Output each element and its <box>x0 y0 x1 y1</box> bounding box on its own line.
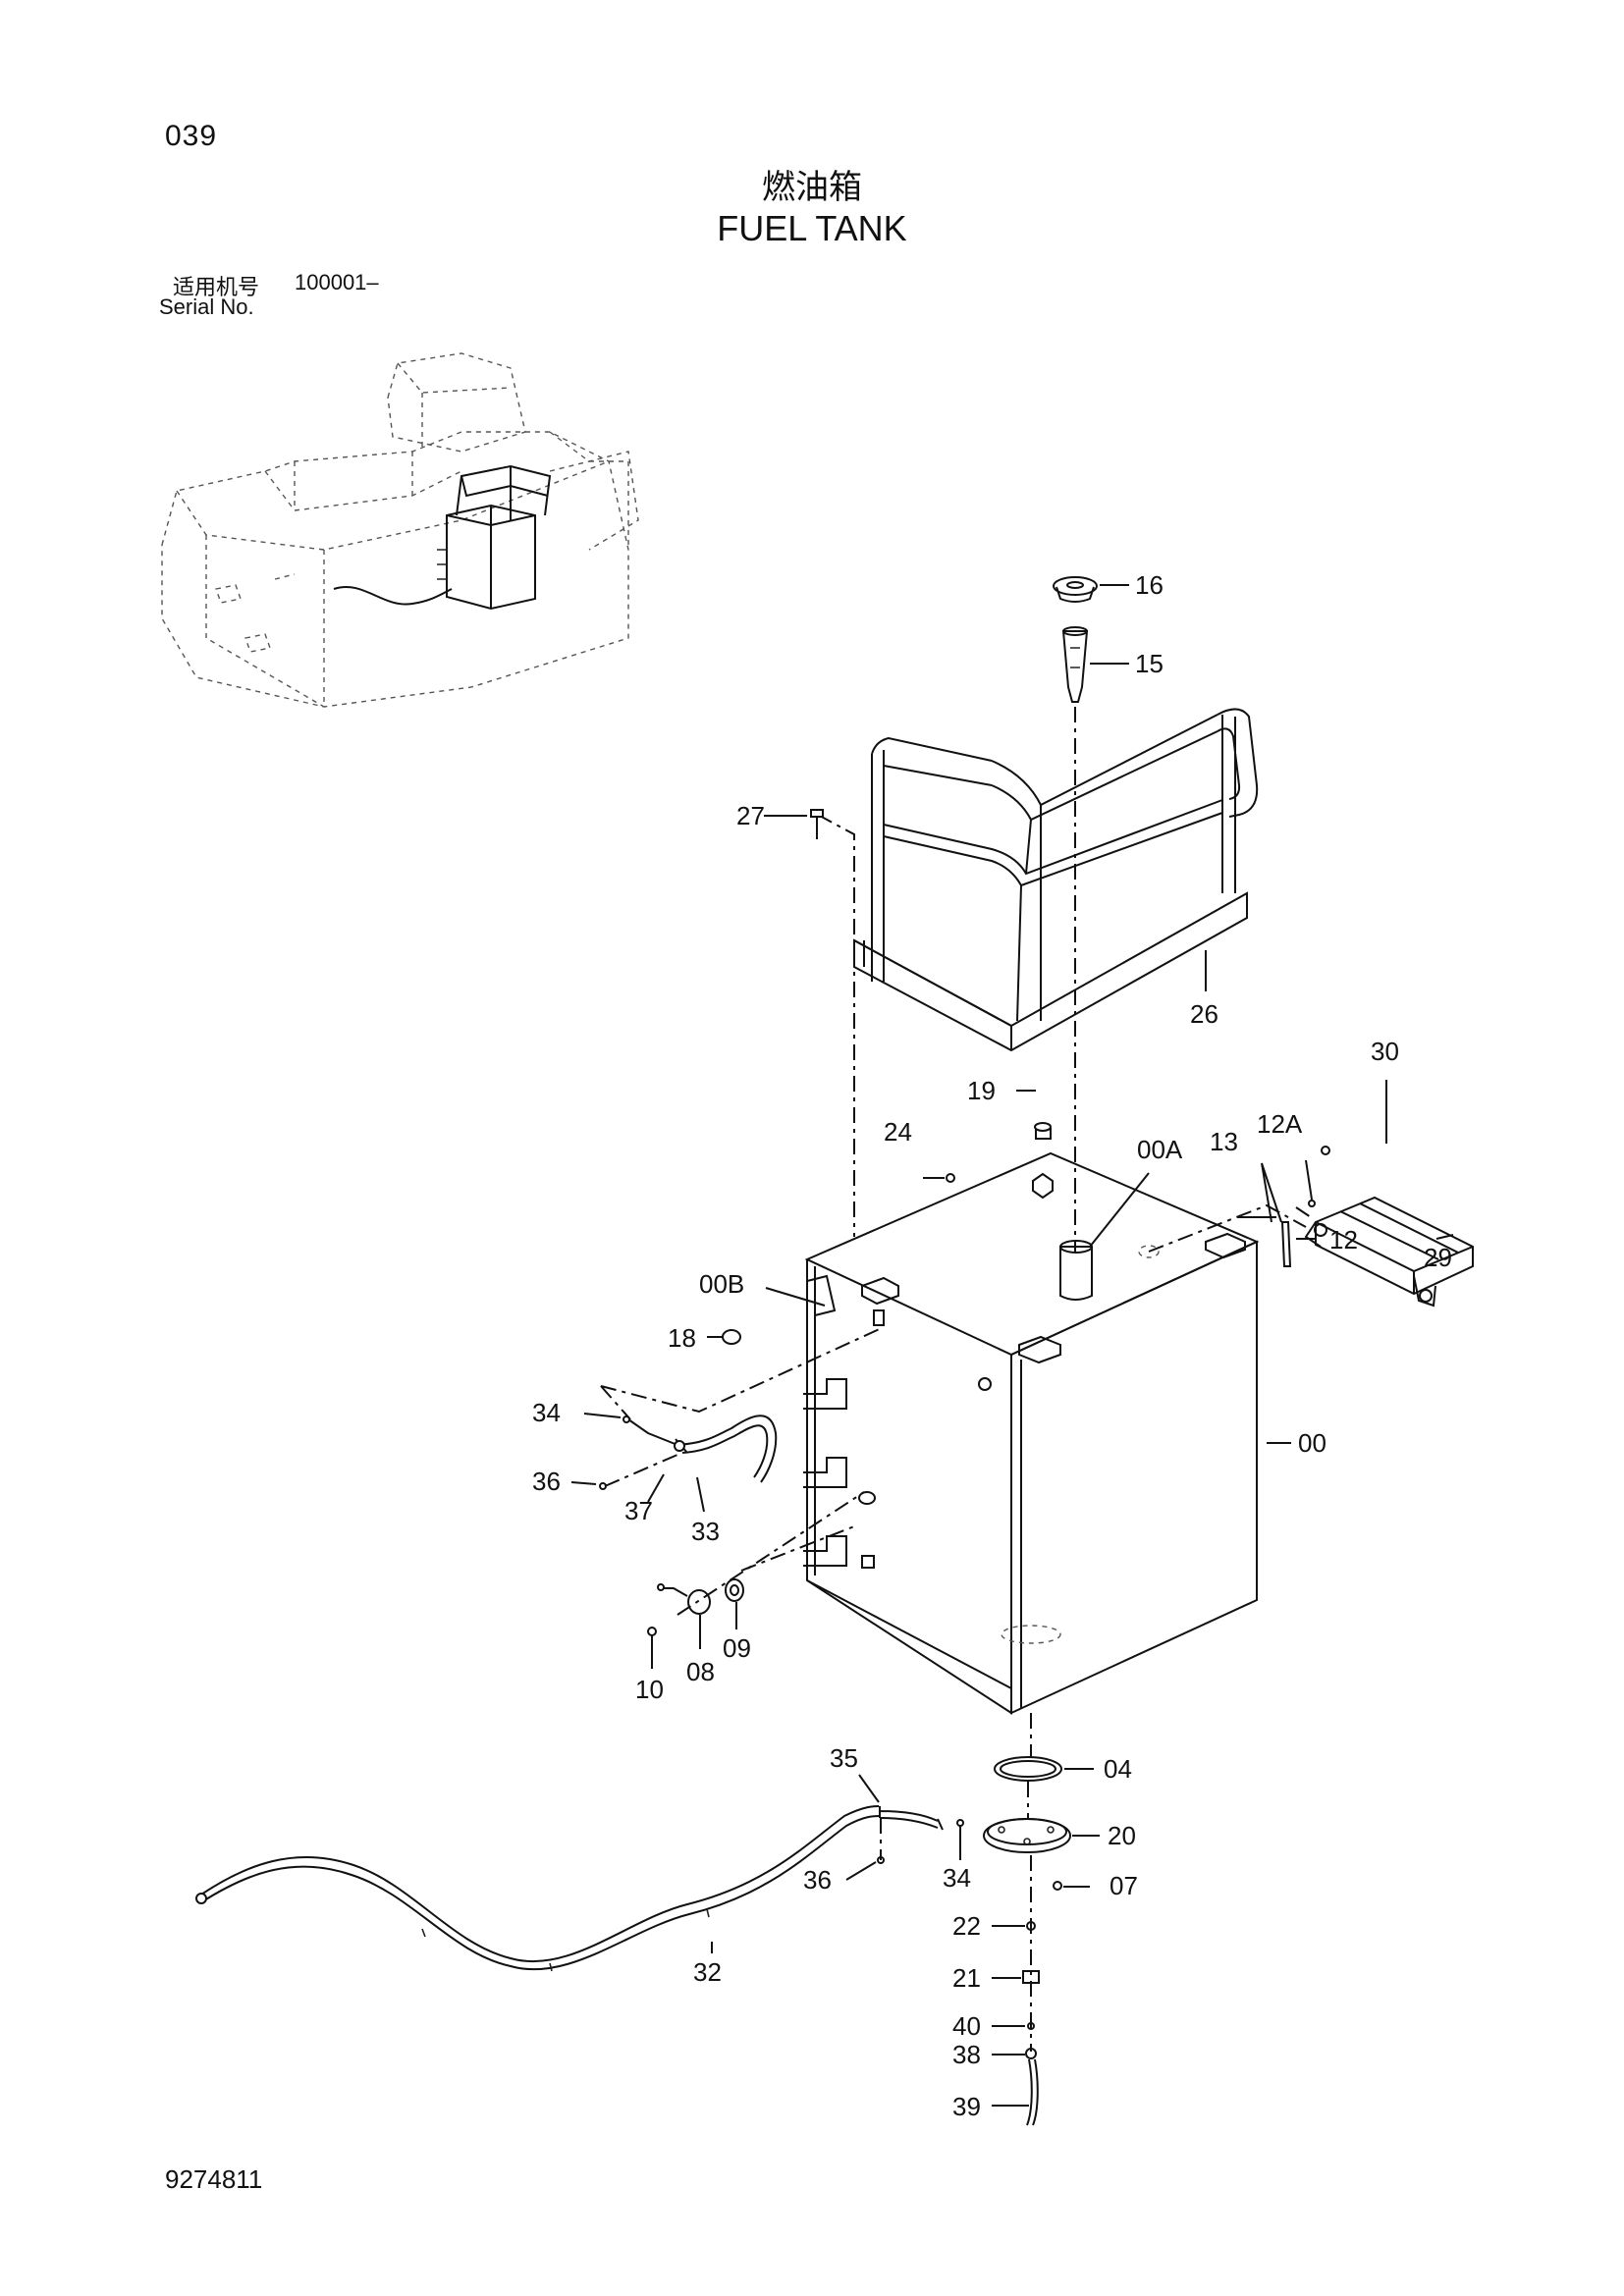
machine-overview-sketch <box>161 352 639 708</box>
page-title-chinese: 燃油箱 <box>762 168 862 207</box>
part-label: 29 <box>1424 1243 1452 1272</box>
fuel-cap-and-strainer <box>1053 576 1129 703</box>
part-label: 30 <box>1371 1037 1399 1066</box>
return-hose-upper <box>599 1415 778 1490</box>
handrail-assembly <box>853 708 1259 1052</box>
part-label: 04 <box>1104 1754 1132 1784</box>
part-label: 20 <box>1108 1821 1136 1850</box>
part-label: 39 <box>952 2092 981 2121</box>
serial-label: Serial No. <box>159 294 254 319</box>
part-label: 16 <box>1135 570 1164 600</box>
part-label: 18 <box>668 1323 696 1353</box>
serial-value: 100001– <box>295 270 379 294</box>
drain-assembly <box>983 1756 1071 2126</box>
hardware-fasteners <box>722 809 1330 1345</box>
part-label: 08 <box>686 1657 715 1686</box>
part-label: 36 <box>803 1865 832 1895</box>
part-label: 26 <box>1190 999 1218 1029</box>
leader-lines <box>570 815 1454 2107</box>
return-hose-lower <box>195 1805 964 1972</box>
step-assembly <box>1304 1196 1474 1308</box>
part-label: 34 <box>532 1398 561 1427</box>
part-label: 32 <box>693 1957 722 1987</box>
part-label: 07 <box>1110 1871 1138 1900</box>
part-label: 21 <box>952 1963 981 1993</box>
assembly-center-lines <box>600 707 1312 2052</box>
serial-label-chinese: 适用机号 <box>173 276 260 300</box>
part-label: 10 <box>635 1675 664 1704</box>
part-label: 27 <box>736 801 765 830</box>
part-label: 36 <box>532 1467 561 1496</box>
part-label: 00B <box>699 1269 744 1299</box>
part-label: 40 <box>952 2011 981 2041</box>
part-number-labels: 16 15 27 26 30 19 24 12A 13 00A 12 29 00… <box>532 570 1452 2121</box>
part-label: 19 <box>967 1076 996 1105</box>
part-label: 12A <box>1257 1109 1303 1139</box>
part-label: 34 <box>943 1863 971 1893</box>
document-code: 9274811 <box>165 2164 263 2194</box>
fuel-tank-body <box>803 1122 1260 1715</box>
part-label: 15 <box>1135 649 1164 678</box>
part-label: 35 <box>830 1743 858 1773</box>
part-label: 33 <box>691 1517 720 1546</box>
part-label: 00 <box>1298 1428 1326 1458</box>
part-label: 37 <box>624 1496 653 1525</box>
part-label: 38 <box>952 2040 981 2069</box>
part-label: 00A <box>1137 1135 1183 1164</box>
part-label: 22 <box>952 1911 981 1941</box>
page-title: FUEL TANK <box>717 208 907 248</box>
part-label: 24 <box>884 1117 912 1147</box>
part-label: 13 <box>1210 1127 1238 1156</box>
level-gauge-parts <box>647 1578 744 1636</box>
part-label: 12 <box>1329 1225 1358 1255</box>
part-label: 09 <box>723 1633 751 1663</box>
page-number: 039 <box>165 120 218 152</box>
